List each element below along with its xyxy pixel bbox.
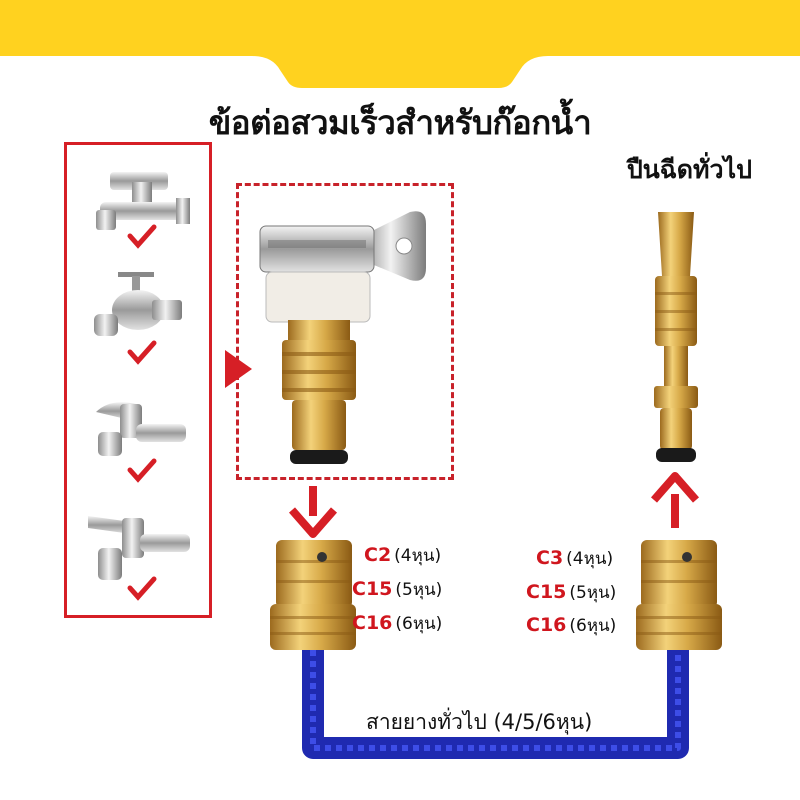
top-banner (0, 0, 800, 88)
adapter-frame (236, 183, 454, 480)
right-arrow-icon (225, 350, 252, 388)
check-icon (127, 458, 157, 483)
faucet-4-icon (88, 516, 190, 580)
left-spec-row: C16(6หุน) (352, 610, 442, 637)
hose-label: สายยางทั่วไป (4/5/6หุน) (366, 710, 593, 734)
spec-size: (6หุน) (395, 614, 443, 634)
spec-code: C15 (352, 578, 393, 600)
spray-nozzle-icon (654, 212, 698, 462)
left-spec-row: C2(4หุน) (364, 542, 441, 569)
spec-size: (6หุน) (569, 616, 617, 636)
faucet-3-icon (96, 402, 186, 456)
page-title: ข้อต่อสวมเร็วสำหรับก๊อกน้ำ (208, 103, 592, 142)
spec-size: (4หุน) (566, 549, 614, 569)
right-spec-row: C16(6หุน) (526, 612, 616, 639)
faucet-adapter-icon (259, 211, 426, 464)
left-spec-row: C15(5หุน) (352, 576, 442, 603)
spec-code: C16 (352, 612, 393, 634)
check-icon (127, 576, 157, 601)
faucet-1-icon (96, 172, 190, 230)
spec-code: C2 (364, 544, 392, 566)
faucet-2-icon (94, 272, 182, 336)
right-quick-connector-icon (636, 540, 722, 650)
spec-size: (4หุน) (394, 546, 442, 566)
left-quick-connector-icon (270, 540, 356, 650)
nozzle-title: ปืนฉีดทั่วไป (626, 155, 752, 184)
check-icon (127, 340, 157, 365)
down-arrow-icon (288, 486, 338, 538)
right-spec-row: C15(5หุน) (526, 579, 616, 606)
spec-size: (5หุน) (569, 583, 617, 603)
spec-code: C15 (526, 581, 567, 603)
spec-size: (5หุน) (395, 580, 443, 600)
spec-code: C3 (536, 547, 564, 569)
up-arrow-icon (650, 472, 700, 528)
right-spec-row: C3(4หุน) (536, 545, 613, 572)
check-icon (127, 224, 157, 249)
faucet-list-frame (64, 142, 212, 618)
spec-code: C16 (526, 614, 567, 636)
